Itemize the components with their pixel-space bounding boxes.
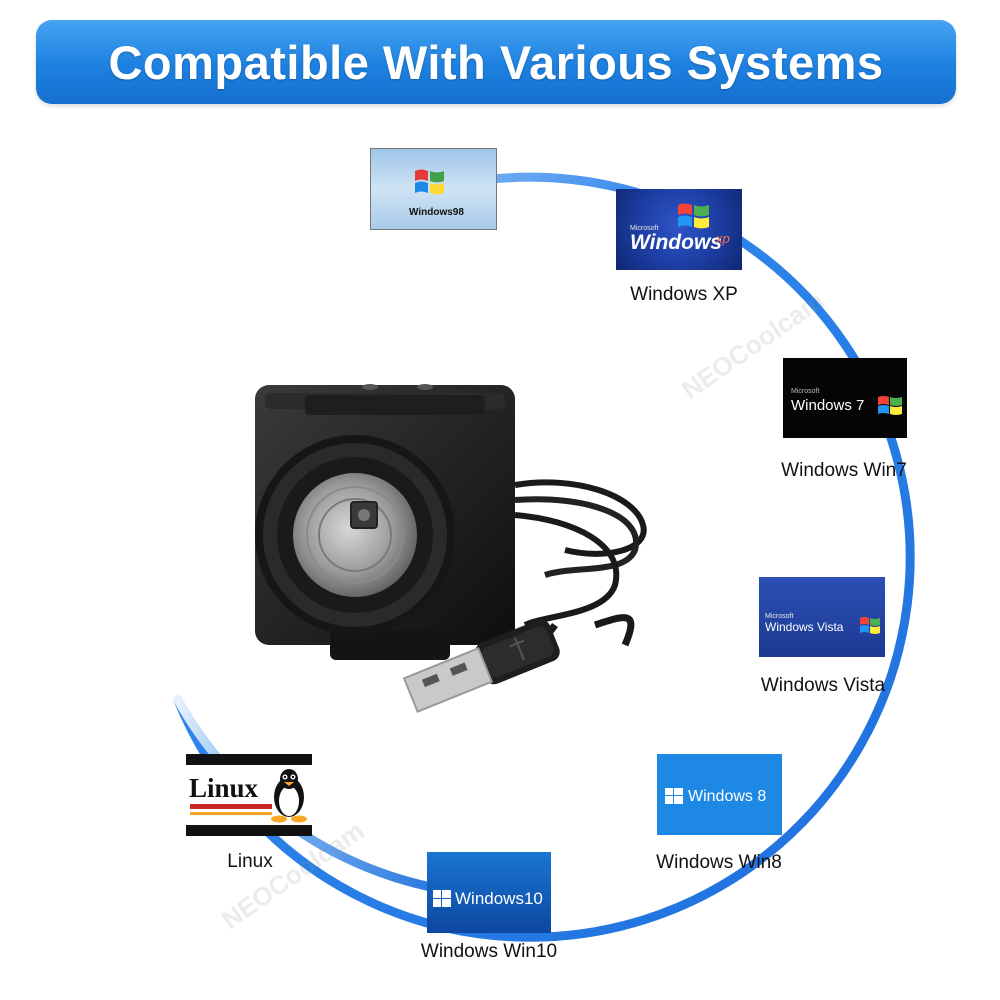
windows-flag-icon [877,394,903,423]
windows8-logo-text: Windows 8 [688,788,767,805]
windowsxp-label: Windows XP [630,284,738,305]
windowsvista-logo-text: Windows Vista [765,620,844,634]
windows-flag-icon [413,167,447,202]
windows8-logo: Windows 8 [657,754,782,835]
windowsxp-logo-text: Windows [630,231,722,254]
linux-label: Linux [227,851,273,872]
windows7-logo-text: Windows 7 [791,397,865,414]
windowsvista-microsoft-text: Microsoft [765,613,794,620]
windows-flag-icon [433,890,451,912]
windows10-logo: Windows10 [427,852,551,933]
windows-flag-icon [859,615,881,642]
windowsvista-logo: Microsoft Windows Vista [759,577,885,657]
windows7-label: Windows Win7 [781,460,907,481]
linux-logo-text: Linux [189,773,259,803]
tux-penguin-icon [270,767,308,828]
windowsxp-logo: Microsoft Windows xp [616,189,742,270]
title-banner: Compatible With Various Systems [36,20,956,104]
windows10-label: Windows Win10 [420,941,558,962]
linux-logo: Linux [186,754,312,836]
windows10-logo-text: Windows10 [455,889,543,908]
windowsxp-microsoft-text: Microsoft [630,225,659,232]
banner-title: Compatible With Various Systems [108,35,884,89]
windowsxp-logo-suffix: xp [716,231,730,246]
windows98-logo-text: Windows98 [409,207,464,218]
usb-camera-image [255,384,647,713]
windowsvista-label: Windows Vista [760,675,886,696]
windows8-label: Windows Win8 [656,852,782,873]
windows-flag-icon [665,788,683,809]
windows7-logo: Microsoft Windows 7 [783,358,907,438]
windows98-logo: Windows98 [370,148,497,230]
windows-flag-icon [676,201,712,236]
windows7-microsoft-text: Microsoft [791,388,820,395]
